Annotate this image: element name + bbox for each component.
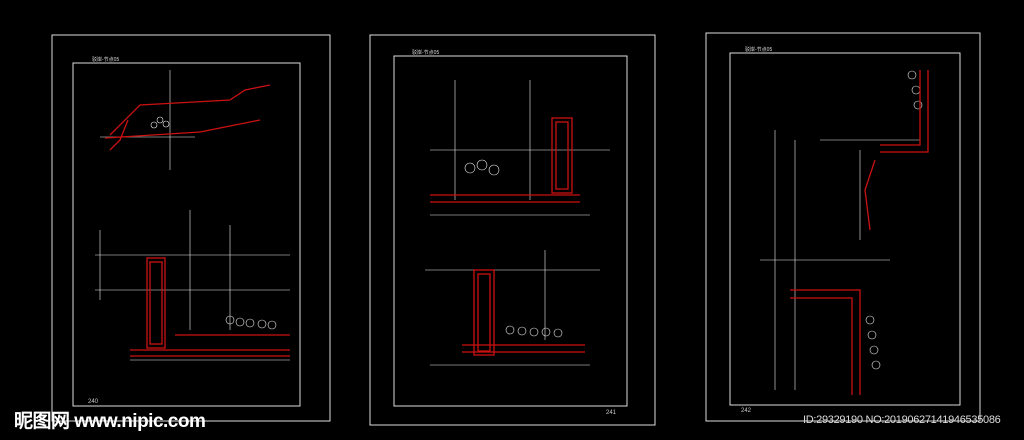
sheet-2-title: 驳岸-节点05	[412, 50, 440, 56]
sheet-3-title: 驳岸-节点05	[745, 47, 773, 53]
sheet-1-page-number: 240	[88, 399, 99, 405]
sheet-3-frame	[705, 32, 981, 422]
sheet-1-frame	[51, 34, 331, 422]
sheet-1-red-sections	[104, 84, 290, 357]
sheet-2-red-sections	[430, 117, 585, 356]
sheet-1-title: 驳岸-节点05	[92, 57, 120, 63]
sheet-2-frame	[369, 34, 656, 426]
sheet-2-page-number: 241	[606, 410, 617, 416]
watermark-id: ID:29329190 NO:20190627141946535086	[803, 414, 1001, 426]
sheet-3-red-sections	[790, 70, 929, 395]
sheet-1-details	[95, 70, 290, 361]
watermark-site: 昵图网 www.nipic.com	[14, 411, 206, 432]
sheet-3-page-number: 242	[741, 408, 752, 414]
sheet-2-details	[425, 80, 610, 366]
sheet-3-details	[760, 70, 923, 390]
